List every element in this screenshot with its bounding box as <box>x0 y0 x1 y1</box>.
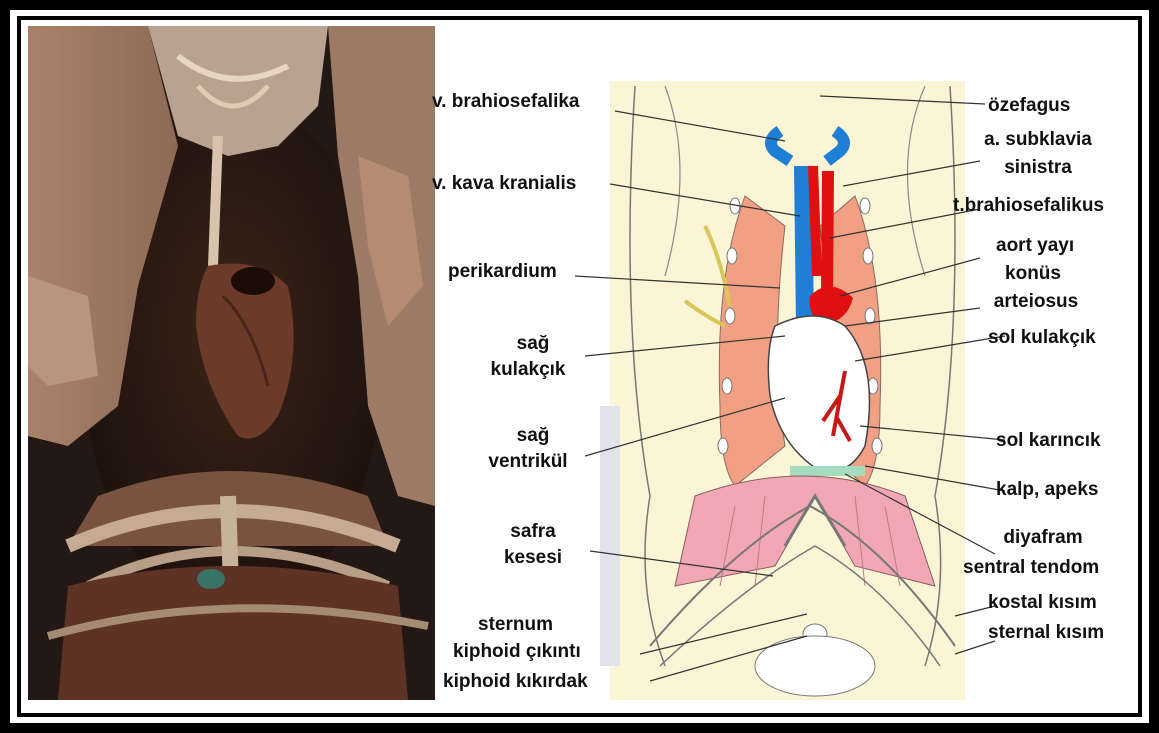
label-safra-2: kesesi <box>483 546 583 570</box>
label-subklavia-1: a. subklavia <box>973 128 1103 152</box>
label-kiphoid-cikinti: kiphoid çıkıntı <box>453 640 581 664</box>
label-aort-yayi: aort yayı <box>996 234 1074 258</box>
label-sol-kulakcik: sol kulakçık <box>988 326 1096 350</box>
label-sternum: sternum <box>478 613 553 637</box>
label-konus-2: arteiosus <box>976 290 1096 314</box>
label-safra-1: safra <box>488 520 578 544</box>
label-sag-ventrikul-1: sağ <box>488 424 578 448</box>
label-sternal-kisim: sternal kısım <box>988 621 1104 645</box>
label-subklavia-2: sinistra <box>983 156 1093 180</box>
dissection-photo <box>28 26 435 700</box>
label-t-brahiosefalikus: t.brahiosefalikus <box>953 194 1104 218</box>
label-kiphoid-kikirdak: kiphoid kıkırdak <box>443 670 588 694</box>
figure-content: v. brahiosefalika v. kava kranialis peri… <box>28 26 1120 700</box>
label-sag-kulakcik-2: kulakçık <box>468 358 588 382</box>
label-v-kava-kranialis: v. kava kranialis <box>432 172 576 196</box>
label-kalp-apeks: kalp, apeks <box>996 478 1098 502</box>
label-konus-1: konüs <box>983 262 1083 286</box>
label-diyafram-1: diyafram <box>988 526 1098 550</box>
label-perikardium: perikardium <box>448 260 557 284</box>
label-kostal-kisim: kostal kısım <box>988 591 1097 615</box>
label-v-brahiosefalika: v. brahiosefalika <box>432 90 580 114</box>
label-sag-ventrikul-2: ventrikül <box>468 450 588 474</box>
label-sol-karincik: sol karıncık <box>996 429 1101 453</box>
label-sag-kulakcik-1: sağ <box>488 332 578 356</box>
label-diyafram-2: sentral tendom <box>963 556 1099 580</box>
label-ozefagus: özefagus <box>988 94 1070 118</box>
